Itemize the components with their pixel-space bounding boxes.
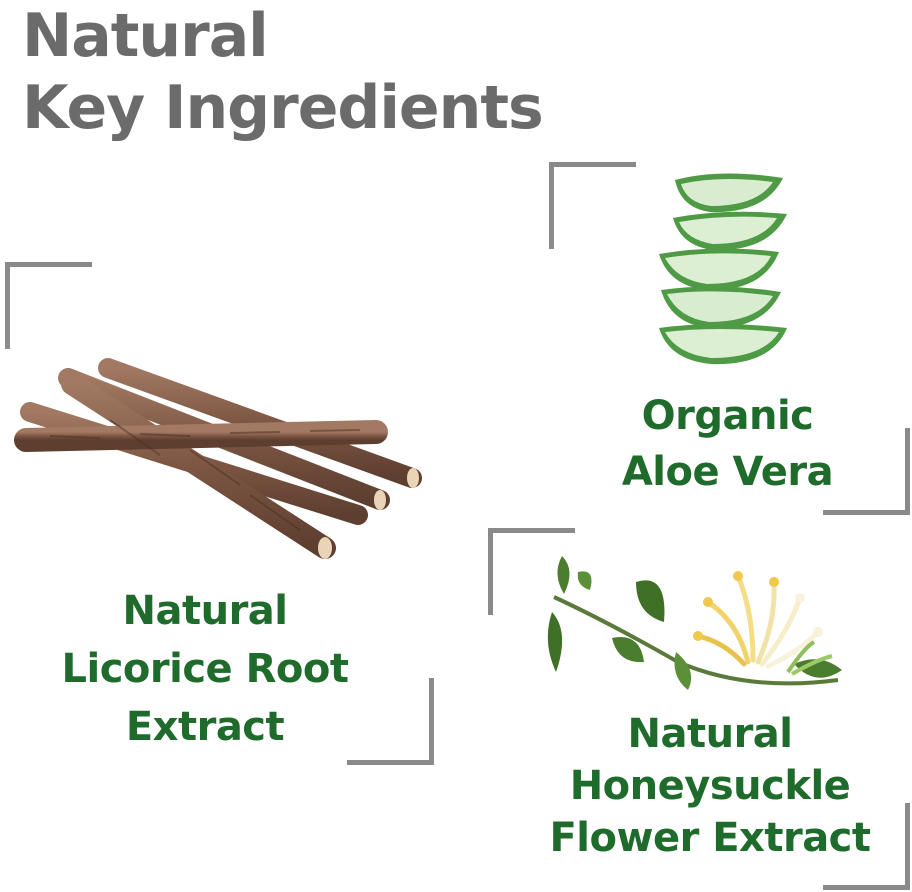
aloe-label-line-1: Organic [641, 393, 814, 439]
licorice-label-line-1: Natural [122, 588, 289, 634]
aloe-bracket-bottom-right [823, 428, 910, 515]
aloe-label-line-2: Aloe Vera [621, 449, 834, 495]
honeysuckle-label-line-2: Honeysuckle [569, 763, 851, 809]
licorice-root-sticks-image [14, 358, 422, 559]
licorice-label-line-2: Licorice Root [61, 646, 349, 692]
licorice-label: Natural Licorice Root Extract [40, 582, 370, 756]
licorice-bracket-top-left [5, 262, 92, 349]
honeysuckle-bracket-bottom-right [823, 803, 910, 890]
licorice-label-line-3: Extract [125, 704, 285, 750]
honeysuckle-label-line-1: Natural [627, 711, 794, 757]
page-title-line-2: Key Ingredients [22, 73, 544, 143]
honeysuckle-label: Natural Honeysuckle Flower Extract [540, 708, 880, 864]
aloe-bracket-top-left [549, 162, 636, 249]
honeysuckle-label-line-3: Flower Extract [549, 815, 871, 861]
licorice-bracket-bottom-right [347, 678, 434, 765]
honeysuckle-bracket-top-left [488, 528, 575, 615]
honeysuckle-flower-image [547, 556, 842, 690]
page-title: Natural Key Ingredients [22, 0, 544, 144]
page-title-line-1: Natural [22, 1, 269, 71]
aloe-vera-slices-image [659, 173, 787, 365]
aloe-label: Organic Aloe Vera [600, 388, 855, 500]
